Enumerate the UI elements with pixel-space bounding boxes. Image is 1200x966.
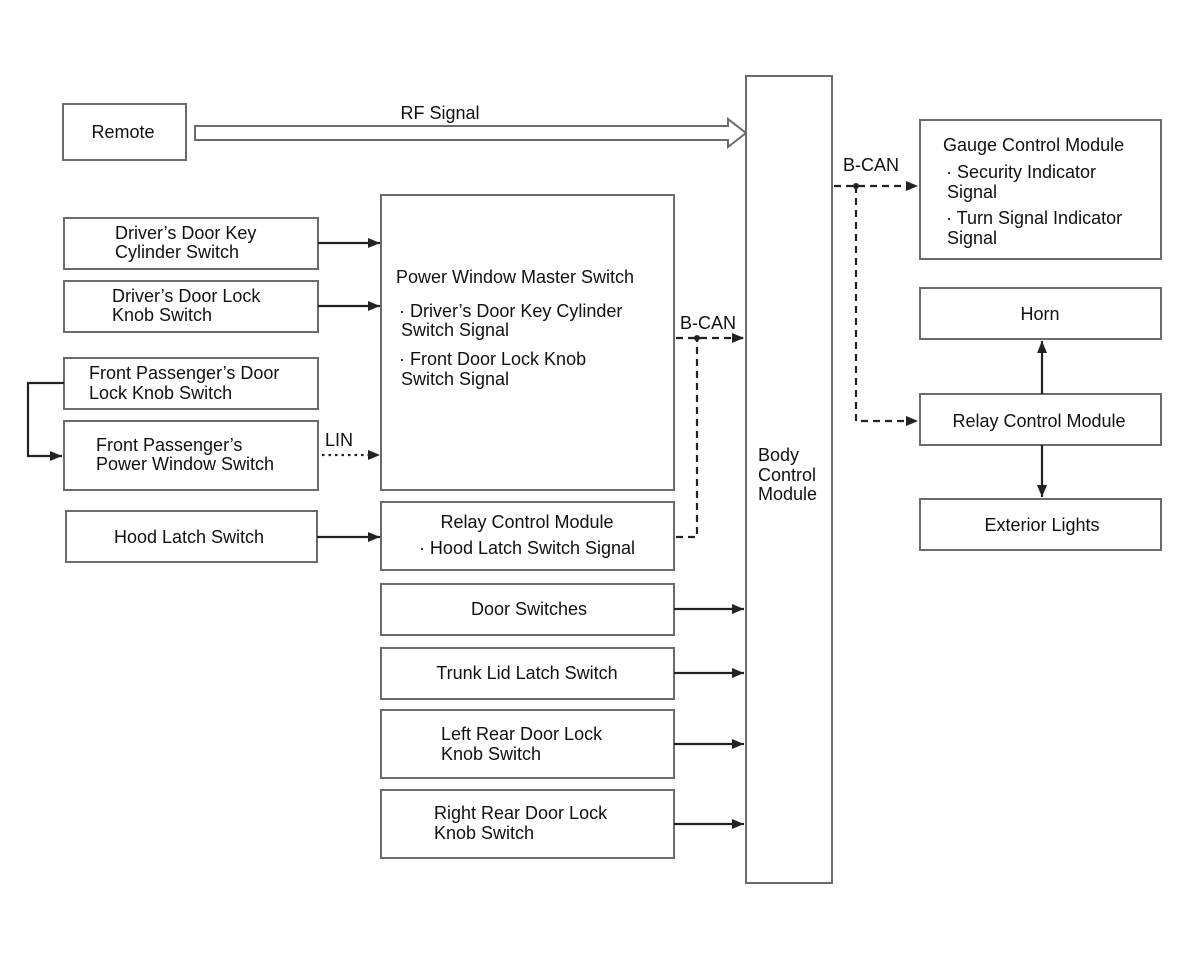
gcm-title: Gauge Control Module bbox=[943, 135, 1124, 155]
bcm-line3: Module bbox=[758, 484, 817, 504]
bcm-line2: Control bbox=[758, 465, 816, 485]
drivers-key-cyl-line1: Driver’s Door Key bbox=[115, 223, 256, 243]
lin-label: LIN bbox=[325, 430, 353, 450]
power-window-master-switch-block: Power Window Master Switch · Driver’s Do… bbox=[380, 194, 675, 491]
pwm-item1-line1: · Driver’s Door Key Cylinder bbox=[399, 301, 622, 321]
hood-latch-switch-block: Hood Latch Switch bbox=[65, 510, 318, 563]
drivers-lock-knob-line2: Knob Switch bbox=[112, 305, 212, 325]
b-can-left-label: B-CAN bbox=[680, 313, 736, 333]
front-pass-window-line2: Power Window Switch bbox=[96, 454, 274, 474]
trunk-lid-label: Trunk Lid Latch Switch bbox=[436, 663, 617, 683]
rcm-left-item: · Hood Latch Switch Signal bbox=[419, 538, 635, 558]
door-switches-label: Door Switches bbox=[471, 599, 587, 619]
drivers-key-cyl-line2: Cylinder Switch bbox=[115, 242, 239, 262]
exterior-lights-label: Exterior Lights bbox=[984, 515, 1099, 535]
gcm-item1-line1: · Security Indicator bbox=[946, 162, 1096, 182]
right-rear-line1: Right Rear Door Lock bbox=[434, 803, 608, 823]
drivers-lock-knob-line1: Driver’s Door Lock bbox=[112, 286, 261, 306]
pwm-title: Power Window Master Switch bbox=[396, 267, 634, 287]
trunk-lid-latch-switch-block: Trunk Lid Latch Switch bbox=[380, 647, 675, 700]
rcm-left-title: Relay Control Module bbox=[440, 512, 613, 532]
horn-label: Horn bbox=[1020, 304, 1059, 324]
right-rear-door-lock-knob-switch-block: Right Rear Door Lock Knob Switch bbox=[380, 789, 675, 859]
b-can-left-junction bbox=[694, 335, 700, 341]
gauge-control-module-block: Gauge Control Module · Security Indicato… bbox=[919, 119, 1162, 260]
drivers-door-key-cylinder-switch-block: Driver’s Door Key Cylinder Switch bbox=[63, 217, 319, 270]
rf-signal-label: RF Signal bbox=[400, 103, 479, 123]
b-can-right-label: B-CAN bbox=[843, 155, 899, 175]
b-can-left-branch bbox=[676, 338, 699, 539]
front-pass-window-line1: Front Passenger’s bbox=[96, 435, 242, 455]
bcm-line1: Body bbox=[758, 445, 799, 465]
horn-block: Horn bbox=[919, 287, 1162, 340]
arrow-lock-knob-to-window-switch bbox=[26, 381, 64, 461]
exterior-lights-block: Exterior Lights bbox=[919, 498, 1162, 551]
rf-signal-arrow bbox=[194, 116, 748, 150]
body-control-module-block: Body Control Module bbox=[745, 75, 833, 884]
remote-label: Remote bbox=[91, 122, 154, 142]
pwm-item1-line2: Switch Signal bbox=[401, 320, 509, 340]
relay-control-module-left-block: Relay Control Module · Hood Latch Switch… bbox=[380, 501, 675, 571]
left-rear-line1: Left Rear Door Lock bbox=[441, 724, 603, 744]
b-can-right-branch bbox=[854, 186, 918, 426]
hood-latch-label: Hood Latch Switch bbox=[114, 527, 264, 547]
pwm-item2-line1: · Front Door Lock Knob bbox=[399, 349, 586, 369]
gcm-item1-line2: Signal bbox=[947, 182, 997, 202]
pwm-item2-line2: Switch Signal bbox=[401, 369, 509, 389]
front-passenger-power-window-switch-block: Front Passenger’s Power Window Switch bbox=[63, 420, 319, 491]
gcm-item2-line2: Signal bbox=[947, 228, 997, 248]
front-passenger-door-lock-knob-switch-block: Front Passenger’s Door Lock Knob Switch bbox=[63, 357, 319, 410]
gcm-item2-line1: · Turn Signal Indicator bbox=[946, 208, 1122, 228]
relay-control-module-right-block: Relay Control Module bbox=[919, 393, 1162, 446]
rcm-right-label: Relay Control Module bbox=[952, 411, 1125, 431]
left-rear-door-lock-knob-switch-block: Left Rear Door Lock Knob Switch bbox=[380, 709, 675, 779]
right-rear-line2: Knob Switch bbox=[434, 823, 534, 843]
remote-block: Remote bbox=[62, 103, 187, 161]
front-pass-lock-line2: Lock Knob Switch bbox=[89, 383, 232, 403]
left-rear-line2: Knob Switch bbox=[441, 744, 541, 764]
door-switches-block: Door Switches bbox=[380, 583, 675, 636]
b-can-right-junction bbox=[853, 183, 859, 189]
front-pass-lock-line1: Front Passenger’s Door bbox=[89, 363, 279, 383]
drivers-door-lock-knob-switch-block: Driver’s Door Lock Knob Switch bbox=[63, 280, 319, 333]
